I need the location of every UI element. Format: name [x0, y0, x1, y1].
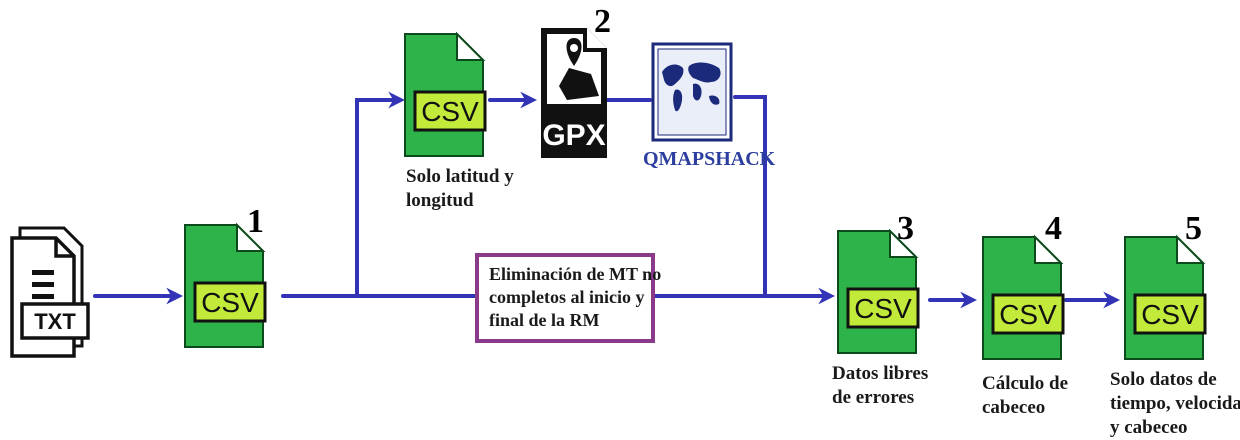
- connectors: [93, 91, 1121, 309]
- process-box-eliminacion: Eliminación de MT no completos al inicio…: [475, 253, 661, 343]
- csv-label: CSV: [201, 287, 259, 318]
- label-solo-datos: Solo datos de tiempo, velocidad y cabece…: [1110, 369, 1240, 438]
- csv-file-icon-step1: CSV: [184, 222, 267, 348]
- txt-file-icon: TXT: [10, 226, 90, 358]
- csv-file-icon-latlon: CSV: [404, 31, 487, 157]
- step-number-5: 5: [1185, 210, 1202, 247]
- txt-label: TXT: [34, 309, 76, 334]
- arrow-qmapshack-to-csv3: [733, 95, 836, 305]
- csv-label: CSV: [1141, 299, 1199, 330]
- label-datos-libres: Datos libres de errores: [832, 363, 929, 408]
- csv-file-icon-step4: CSV: [982, 234, 1065, 360]
- qmapshack-app-icon: [651, 42, 733, 142]
- csv-label: CSV: [421, 96, 479, 127]
- csv-label: CSV: [999, 299, 1057, 330]
- label-calculo-cabeceo: Cálculo de cabeceo: [982, 373, 1069, 418]
- step-number-1: 1: [247, 203, 264, 240]
- step-number-4: 4: [1045, 210, 1062, 247]
- gpx-file-icon: GPX: [541, 28, 607, 158]
- step-number-2: 2: [594, 3, 611, 40]
- arrow-csv1-to-csv-latlon: [281, 91, 406, 298]
- gpx-label: GPX: [542, 119, 605, 152]
- csv-file-icon-step5: CSV: [1124, 234, 1207, 360]
- csv-file-icon-step3: CSV: [837, 228, 920, 354]
- label-qmapshack: QMAPSHACK: [643, 148, 776, 170]
- label-solo-latitud: Solo latitud y longitud: [406, 166, 514, 211]
- step-number-3: 3: [897, 210, 914, 247]
- csv-label: CSV: [854, 293, 912, 324]
